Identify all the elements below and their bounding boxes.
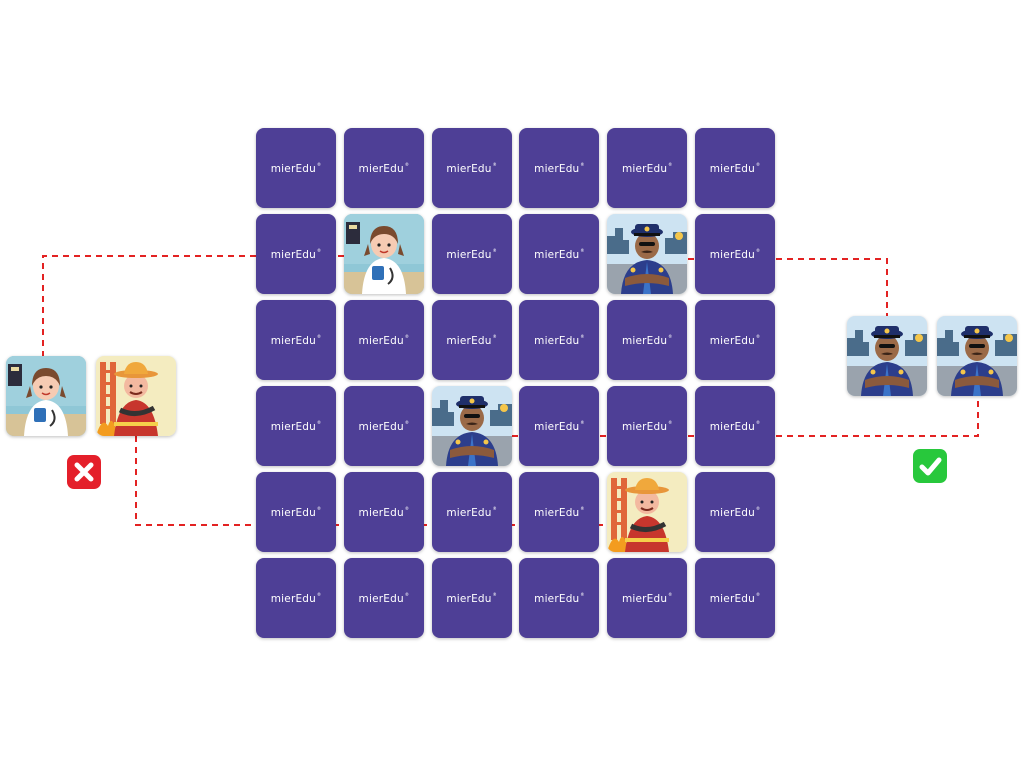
brand-logo: mierEdu® — [446, 591, 497, 605]
brand-logo: mierEdu® — [270, 247, 322, 261]
board-card-back[interactable]: mierEdu® — [343, 472, 424, 552]
board-card-police — [431, 386, 512, 466]
brand-logo: mierEdu® — [270, 161, 322, 175]
brand-logo: mierEdu® — [621, 591, 673, 605]
brand-logo: mierEdu® — [534, 591, 585, 605]
brand-logo: mierEdu® — [270, 505, 322, 519]
board-card-firefighter — [607, 472, 688, 552]
board-card-doctor — [343, 214, 424, 294]
board-card-back[interactable]: mierEdu® — [607, 300, 688, 380]
board-card-back[interactable]: mierEdu® — [607, 386, 688, 466]
brand-logo: mierEdu® — [534, 419, 585, 433]
brand-logo: mierEdu® — [446, 505, 497, 519]
brand-logo: mierEdu® — [709, 161, 761, 175]
board-card-back[interactable]: mierEdu® — [519, 472, 600, 552]
board-card-back[interactable]: mierEdu® — [519, 300, 600, 380]
brand-logo: mierEdu® — [446, 161, 497, 175]
board-card-police — [607, 214, 688, 294]
board-card-back[interactable]: mierEdu® — [607, 128, 688, 208]
board-card-back[interactable]: mierEdu® — [256, 386, 336, 466]
brand-logo: mierEdu® — [709, 333, 761, 347]
brand-logo: mierEdu® — [358, 333, 410, 347]
check-icon — [913, 449, 947, 483]
board-card-back[interactable]: mierEdu® — [431, 472, 512, 552]
board-card-back[interactable]: mierEdu® — [431, 558, 512, 638]
board-card-back[interactable]: mierEdu® — [256, 472, 336, 552]
brand-logo: mierEdu® — [446, 333, 497, 347]
mismatch-card-firefighter — [96, 356, 176, 436]
brand-logo: mierEdu® — [709, 505, 761, 519]
brand-logo: mierEdu® — [270, 591, 322, 605]
brand-logo: mierEdu® — [358, 419, 410, 433]
brand-logo: mierEdu® — [358, 161, 410, 175]
brand-logo: mierEdu® — [621, 333, 673, 347]
board-card-back[interactable]: mierEdu® — [256, 214, 336, 294]
brand-logo: mierEdu® — [621, 161, 673, 175]
board-card-back[interactable]: mierEdu® — [343, 558, 424, 638]
brand-logo: mierEdu® — [358, 505, 410, 519]
brand-logo: mierEdu® — [446, 247, 497, 261]
board-card-back[interactable]: mierEdu® — [256, 558, 336, 638]
board-card-back[interactable]: mierEdu® — [431, 128, 512, 208]
brand-logo: mierEdu® — [270, 419, 322, 433]
brand-logo: mierEdu® — [709, 419, 761, 433]
board-card-back[interactable]: mierEdu® — [431, 300, 512, 380]
board-card-back[interactable]: mierEdu® — [695, 558, 775, 638]
board-card-back[interactable]: mierEdu® — [519, 214, 600, 294]
brand-logo: mierEdu® — [709, 591, 761, 605]
board-card-back[interactable]: mierEdu® — [695, 472, 775, 552]
board-card-back[interactable]: mierEdu® — [695, 386, 775, 466]
match-card-police-1 — [847, 316, 927, 396]
brand-logo: mierEdu® — [534, 247, 585, 261]
board-card-back[interactable]: mierEdu® — [343, 128, 424, 208]
match-card-police-2 — [937, 316, 1017, 396]
brand-logo: mierEdu® — [358, 591, 410, 605]
board-card-back[interactable]: mierEdu® — [256, 128, 336, 208]
mismatch-card-doctor — [6, 356, 86, 436]
board-card-back[interactable]: mierEdu® — [695, 128, 775, 208]
brand-logo: mierEdu® — [270, 333, 322, 347]
memory-board: mierEdu® mierEdu® mierEdu® mierEdu® mierEdu®… — [256, 128, 776, 638]
board-card-back[interactable]: mierEdu® — [343, 386, 424, 466]
board-card-back[interactable]: mierEdu® — [343, 300, 424, 380]
board-card-back[interactable]: mierEdu® — [519, 558, 600, 638]
board-card-back[interactable]: mierEdu® — [519, 128, 600, 208]
brand-logo: mierEdu® — [621, 419, 673, 433]
board-card-back[interactable]: mierEdu® — [695, 214, 775, 294]
brand-logo: mierEdu® — [534, 161, 585, 175]
board-card-back[interactable]: mierEdu® — [519, 386, 600, 466]
brand-logo: mierEdu® — [534, 333, 585, 347]
brand-logo: mierEdu® — [534, 505, 585, 519]
brand-logo: mierEdu® — [709, 247, 761, 261]
board-card-back[interactable]: mierEdu® — [256, 300, 336, 380]
board-card-back[interactable]: mierEdu® — [431, 214, 512, 294]
x-icon — [67, 455, 101, 489]
board-card-back[interactable]: mierEdu® — [607, 558, 688, 638]
board-card-back[interactable]: mierEdu® — [695, 300, 775, 380]
